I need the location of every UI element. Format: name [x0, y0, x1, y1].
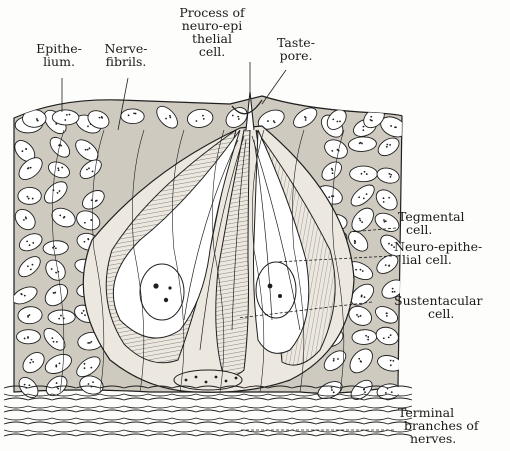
label-taste-pore: Taste- pore.	[268, 36, 324, 62]
nerve-branch-line	[4, 418, 412, 420]
nerve-branch-line	[4, 410, 412, 412]
label-tegmental-cell: Tegmental cell.	[398, 210, 506, 236]
label-neuro-epithelial-cell: Neuro-epithe- lial cell.	[394, 240, 506, 266]
nerve-branch-line	[4, 406, 412, 408]
nerve-branch-line	[4, 434, 412, 436]
neuro-epithelial-nucleus-right	[256, 262, 296, 318]
epithelial-cell	[18, 187, 42, 204]
epithelial-cell	[22, 109, 46, 127]
epithelial-cell	[52, 110, 79, 125]
label-epithelium: Epithe- lium.	[22, 42, 96, 68]
label-terminal-branches-of-nerves: Terminal branches of nerves.	[398, 406, 506, 445]
nerve-branch-line	[4, 398, 412, 400]
epithelial-cell	[48, 310, 75, 325]
epithelial-cell	[17, 330, 41, 344]
label-process-of-neuro-epithelial-cell: Process of neuro-epi thelial cell.	[166, 6, 258, 58]
label-nerve-fibrils: Nerve- fibrils.	[90, 42, 162, 68]
neuro-epithelial-nucleus-left	[140, 264, 184, 320]
epithelial-cell	[121, 109, 145, 124]
label-sustentacular-cell: Sustentacular cell.	[394, 294, 506, 320]
basal-cell-cluster	[174, 370, 242, 390]
nerve-branch-line	[4, 422, 412, 424]
epithelial-cell	[350, 166, 378, 182]
nerve-branch-line	[4, 430, 412, 432]
